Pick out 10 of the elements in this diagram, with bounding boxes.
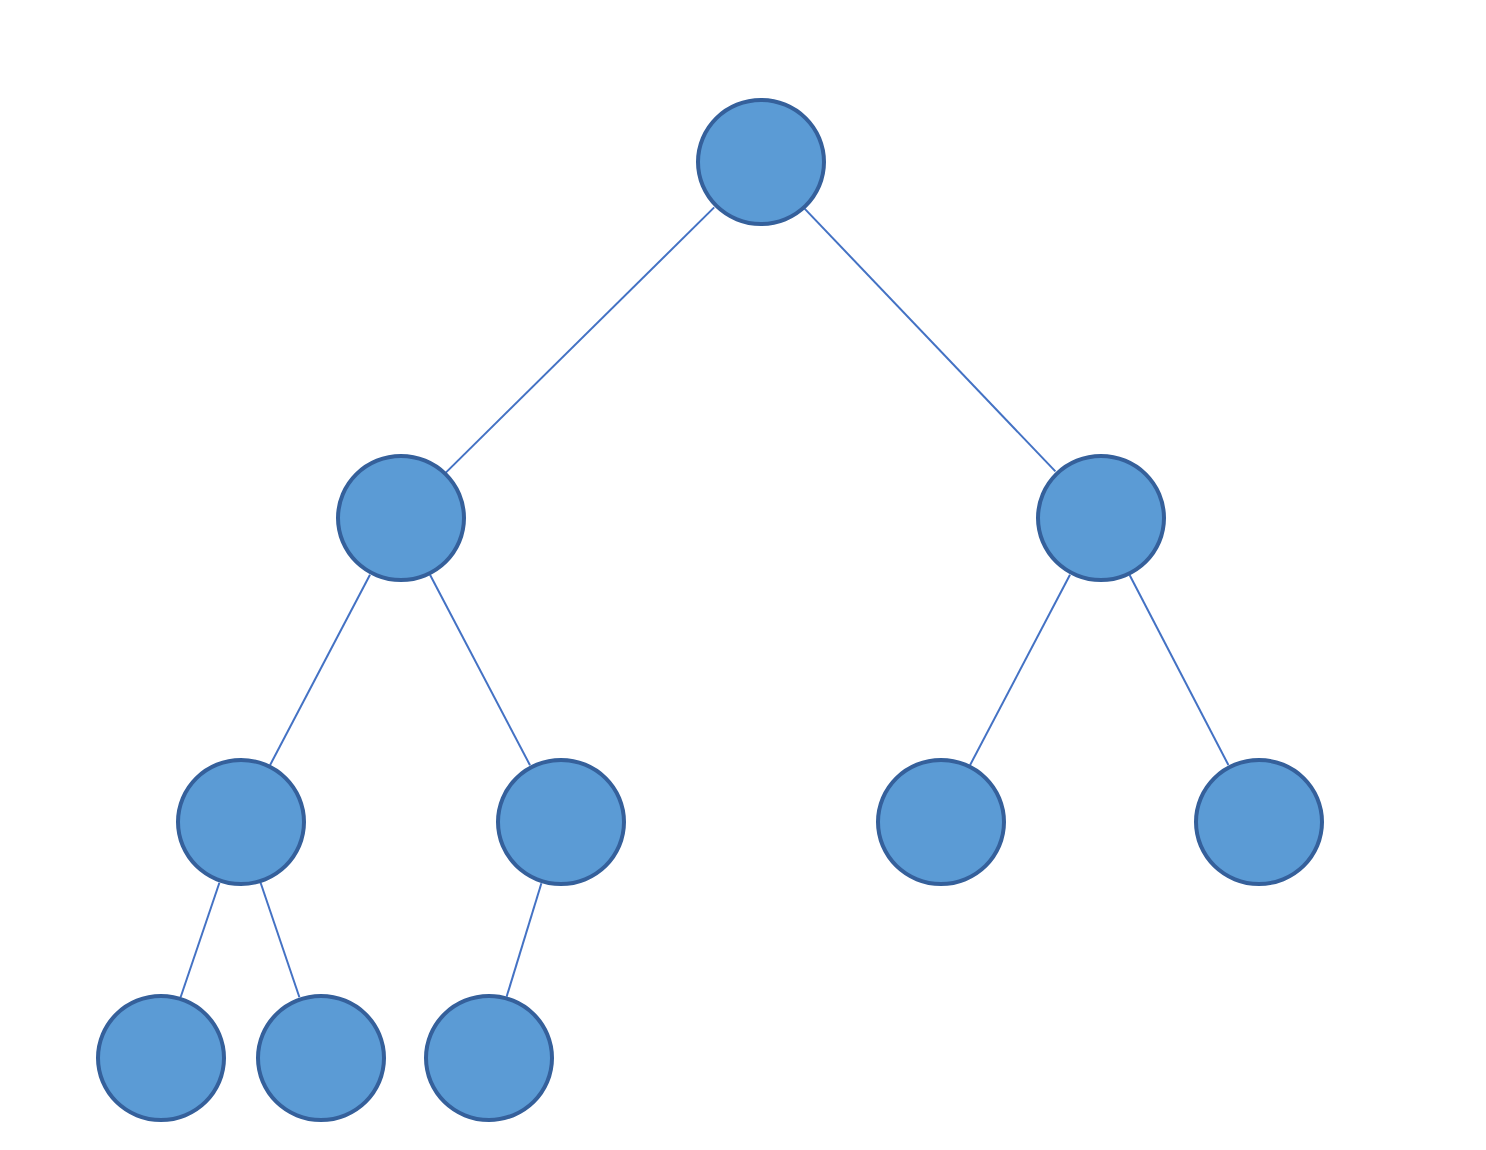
connector-line	[269, 573, 371, 767]
connector-line	[803, 207, 1057, 473]
connector-line	[429, 573, 531, 767]
connector-line	[1128, 574, 1230, 766]
tree-node-circle	[335, 454, 465, 582]
connector-line	[259, 881, 301, 999]
connector-line	[179, 881, 221, 999]
connector-line	[969, 573, 1071, 767]
connector-line	[444, 206, 716, 474]
connector-line	[505, 882, 543, 998]
